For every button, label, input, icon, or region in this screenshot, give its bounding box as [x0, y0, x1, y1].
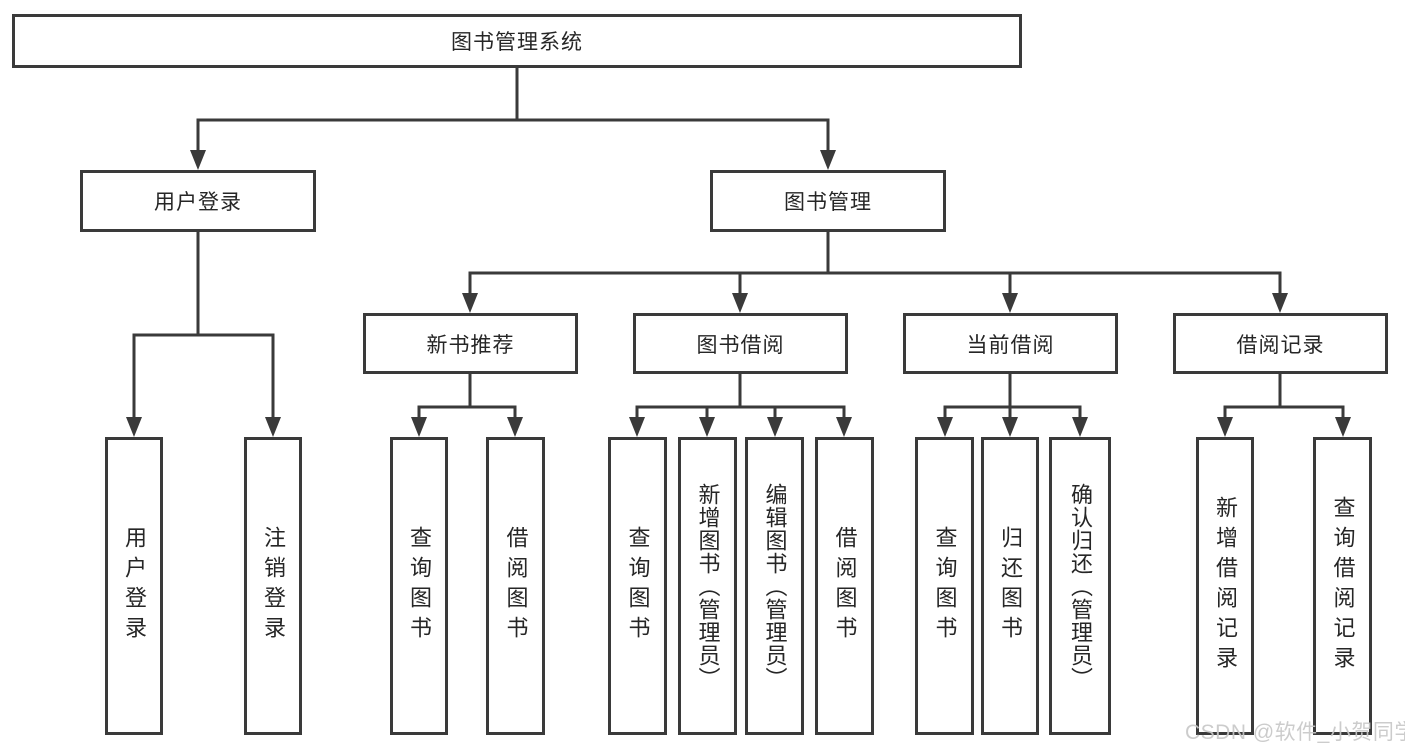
node-leaf-label: 编辑图书（管理员）: [762, 482, 788, 690]
node-leaf-confirm-return-admin: 确认归还（管理员）: [1049, 437, 1111, 735]
node-current-borrow: 当前借阅: [903, 313, 1118, 374]
node-leaf-add-borrow-record: 新增借阅记录: [1196, 437, 1254, 735]
node-leaf-label: 查询图书: [625, 526, 651, 646]
node-leaf-user-login-label: 用户登录: [122, 526, 147, 646]
node-book-borrow-label: 图书借阅: [696, 333, 785, 357]
node-leaf-label: 借阅图书: [503, 526, 529, 646]
node-user-login: 用户登录: [80, 170, 316, 232]
watermark-text: CSDN @软件_小贺同学: [1185, 721, 1405, 744]
node-leaf-label: 确认归还（管理员）: [1068, 482, 1093, 690]
arrowheads: [126, 150, 1351, 437]
node-leaf-label: 查询借阅记录: [1330, 496, 1356, 676]
node-borrow-records-label: 借阅记录: [1236, 333, 1325, 357]
node-book-management: 图书管理: [710, 170, 946, 232]
connector-root-to-level2: [196, 66, 830, 152]
node-leaf-user-login: 用户登录: [105, 437, 163, 735]
node-new-book-recommend: 新书推荐: [363, 313, 578, 374]
node-root-label: 图书管理系统: [451, 31, 583, 54]
node-leaf-borrow-books: 借阅图书: [815, 437, 874, 735]
node-leaf-label: 查询图书: [407, 526, 432, 646]
connector-book-management-to-level3: [468, 232, 1282, 295]
connector-user-login-to-leaves: [132, 232, 275, 419]
node-leaf-label: 新增图书（管理员）: [695, 482, 721, 690]
connector-borrow-records-to-leaves: [1223, 374, 1345, 419]
node-leaf-label: 查询图书: [932, 526, 958, 646]
node-root-system: 图书管理系统: [12, 14, 1022, 68]
connector-new-book-recommend-to-leaves: [417, 374, 517, 419]
node-current-borrow-label: 当前借阅: [966, 333, 1055, 357]
node-leaf-query-books-recommend: 查询图书: [390, 437, 448, 735]
node-book-management-label: 图书管理: [784, 191, 872, 214]
node-leaf-logout: 注销登录: [244, 437, 302, 735]
node-leaf-add-books-admin: 新增图书（管理员）: [678, 437, 737, 735]
node-leaf-label: 借阅图书: [832, 526, 858, 646]
node-leaf-query-books-borrow: 查询图书: [608, 437, 667, 735]
node-borrow-records: 借阅记录: [1173, 313, 1388, 374]
node-user-login-label: 用户登录: [154, 191, 242, 214]
node-leaf-query-borrow-record: 查询借阅记录: [1313, 437, 1372, 735]
node-leaf-label: 新增借阅记录: [1213, 496, 1238, 676]
node-book-borrow: 图书借阅: [633, 313, 848, 374]
node-leaf-logout-label: 注销登录: [261, 526, 286, 646]
node-leaf-borrow-books-recommend: 借阅图书: [486, 437, 545, 735]
connector-book-borrow-to-leaves: [635, 374, 846, 419]
connector-current-borrow-to-leaves: [943, 374, 1082, 419]
node-leaf-query-books-current: 查询图书: [915, 437, 974, 735]
node-leaf-return-books: 归还图书: [981, 437, 1039, 735]
node-leaf-label: 归还图书: [998, 526, 1023, 646]
node-new-book-recommend-label: 新书推荐: [426, 333, 515, 357]
node-leaf-edit-books-admin: 编辑图书（管理员）: [745, 437, 804, 735]
